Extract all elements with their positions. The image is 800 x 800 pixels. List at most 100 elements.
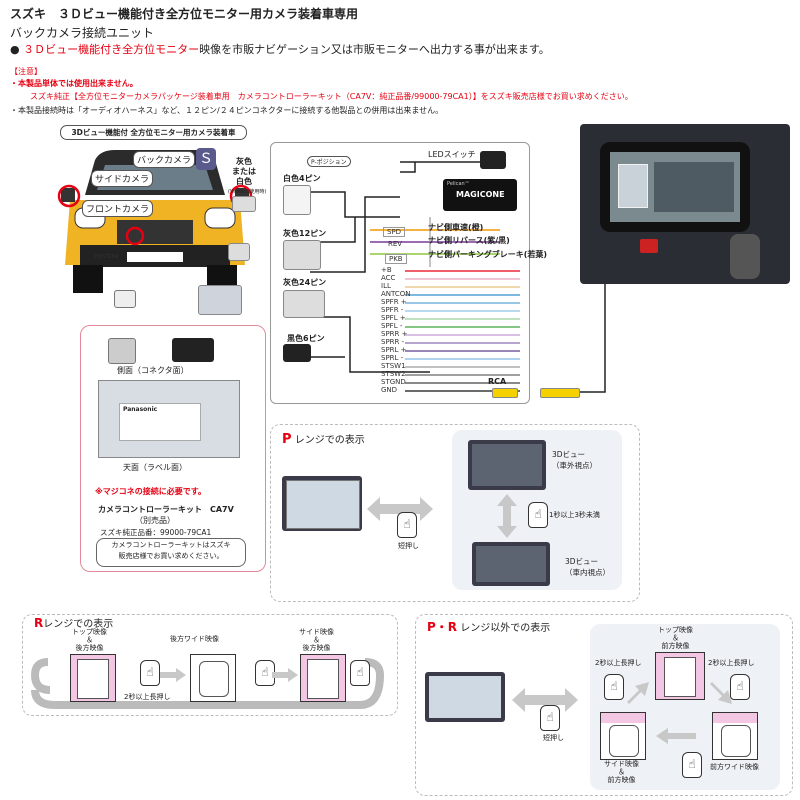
r-range-letter: R (34, 616, 44, 630)
r-rear-wide-label: 後方ワイド映像 (170, 635, 219, 643)
wiring-lines (310, 161, 520, 392)
pr-arrow-down-right (710, 682, 732, 704)
suzuki-logo-icon: Ｓ (196, 148, 216, 170)
spd-label: SPD (383, 227, 406, 237)
notes-line2: スズキ純正【全方位モニターカメラパッケージ装着車用 カメラコントローラーキット（… (30, 92, 633, 101)
kit-name: カメラコントローラーキット CA7V (98, 505, 234, 514)
p-cycle-press-label: 1秒以上3秒未満 (549, 511, 600, 519)
pin-label: ILL (381, 282, 391, 290)
white4-connector-icon (283, 185, 311, 215)
rca-cable (580, 253, 606, 393)
pin-label: SPRR - (381, 338, 405, 346)
r-view1-car (77, 659, 109, 699)
pin-label: ANTCON (381, 290, 411, 298)
kit-side-connector-icon (172, 338, 214, 362)
r-range-title: Rレンジでの表示 (34, 615, 113, 630)
feature-text: 映像を市販ナビゲーション又は市販モニターへ出力する事が出来ます。 (199, 43, 550, 56)
front-camera-label: フロントカメラ (82, 200, 154, 217)
p-double-arrow (367, 497, 433, 521)
rca-plug-icon-2 (540, 388, 580, 398)
pr-view-top-thumb (655, 652, 705, 700)
p-vertical-arrow (497, 494, 517, 538)
p-position-label: P-ポジション (307, 156, 351, 167)
r-top-rear-label: トップ映像 ＆ 後方映像 (72, 628, 107, 652)
pr-range-title: P・R レンジ以外での表示 (427, 618, 550, 635)
unit-small-label: Pelican™ (447, 181, 470, 187)
kit-side-port-icon (108, 338, 136, 364)
pr-nav-map (429, 676, 501, 718)
r-view2-thumb (190, 654, 236, 702)
kit-top-view-label: 天面（ラベル面） (123, 463, 187, 472)
gray24-label: 灰色24ピン (283, 278, 327, 287)
p-cycle-press-icon: ☝ (528, 502, 548, 528)
p-3d-outside-label: 3Dビュー （車外視点） (552, 450, 597, 470)
pin-label: SPFL - (381, 322, 403, 330)
p-3d-inside-view (476, 546, 546, 582)
r-view1-thumb (70, 654, 116, 702)
nav-speed-label: ナビ側車速(橙) (428, 223, 484, 232)
pin-label: SPRR + (381, 330, 408, 338)
pr-arrow-up-right (627, 682, 649, 704)
page-title: スズキ ３Ｄビュー機能付き全方位モニター用カメラ装着車専用 (10, 7, 359, 21)
rca-label: RCA (488, 377, 507, 386)
r-range-title-text: レンジでの表示 (43, 619, 114, 630)
r-view2-car (199, 661, 229, 697)
pr-press-right-icon: ☝ (730, 674, 750, 700)
pr-range-title-text: レンジ以外での表示 (460, 623, 551, 634)
pr-short-press-label: 短押し (543, 734, 564, 742)
p-range-title-text: レンジでの表示 (294, 435, 365, 446)
pr-press-long-right-label: 2秒以上長押し (708, 659, 755, 667)
pin-list: +B ACC ILL ANTCON SPFR + SPFR - SPFL + S… (381, 266, 421, 394)
camera-module-icon (114, 290, 136, 308)
pin-label: SPFR - (381, 306, 404, 314)
pr-side-front-label: サイド映像 ＆ 前方映像 (604, 760, 639, 784)
pr-top-front-label: トップ映像 ＆ 前方映像 (658, 626, 693, 650)
p-3d-inside-screen (472, 542, 550, 586)
p-nav-map (286, 480, 360, 529)
pin-label: +B (381, 266, 392, 274)
pr-view-top-car (664, 657, 696, 697)
black6-connector-icon (283, 344, 311, 362)
feature-highlight: ３Ｄビュー機能付き全方位モニター (23, 43, 200, 56)
hazard-button-icon (640, 239, 658, 253)
gray24-connector-icon (283, 290, 325, 318)
gray12-connector-icon (283, 240, 321, 270)
dashboard-photo (580, 124, 790, 284)
pin-label: GND (381, 386, 398, 394)
camera-view-thumb (654, 162, 734, 212)
kit-sold-separately: （別売品） (135, 516, 175, 525)
p-nav-screen (282, 476, 362, 531)
kit-label-sticker: Panasonic (119, 403, 201, 441)
gray-or-white-label: 灰色 または 白色 (232, 157, 256, 186)
pin-label: SPRL - (381, 354, 404, 362)
r-side-rear-label: サイド映像 ＆ 後方映像 (299, 628, 334, 652)
pr-front-wide-label: 前方ワイド映像 (710, 763, 759, 771)
kit-label-brand: Panasonic (123, 406, 158, 413)
pin-label: SPFL + (381, 314, 406, 322)
kit-side-view-label: 側面（コネクタ面） (117, 366, 189, 375)
pr-press-left-icon: ☝ (604, 674, 624, 700)
notes-heading: 【注意】 (10, 67, 42, 76)
large-connector-icon (198, 285, 242, 315)
vswitch-label: (Vswitch使用時) (228, 189, 267, 195)
p-range-title: P レンジでの表示 (282, 431, 365, 447)
rev-label: REV (388, 240, 403, 248)
pkb-label: PKB (385, 254, 407, 264)
led-switch-label: LEDスイッチ (428, 150, 476, 159)
notes-line1: ・本製品単体では使用出来ません。 (10, 79, 138, 88)
back-camera-label: バックカメラ (133, 151, 196, 168)
white4-label: 白色4ピン (283, 174, 321, 183)
vswitch-connector-icon (232, 196, 256, 212)
r-press-long-label: 2秒以上長押し (124, 693, 171, 701)
pin-label: STSW1 (381, 362, 406, 370)
notes-line3: ・本製品接続時は「オーディオハーネス」など、１２ピン/２４ピンコネクターに接続す… (10, 106, 444, 115)
gray12-label: 灰色12ピン (283, 229, 327, 238)
nav-reverse-label: ナビ側リバース(紫/黒) (428, 236, 510, 245)
pin-label: SPFR + (381, 298, 407, 306)
side-camera-label: サイドカメラ (91, 170, 154, 187)
pr-view-front-strip (713, 713, 757, 723)
pr-press-long-left-label: 2秒以上長押し (595, 659, 642, 667)
magicone-unit: Pelican™ MAGICONE (443, 179, 517, 211)
led-switch-icon (480, 151, 506, 169)
pr-arrow-left (656, 728, 696, 744)
